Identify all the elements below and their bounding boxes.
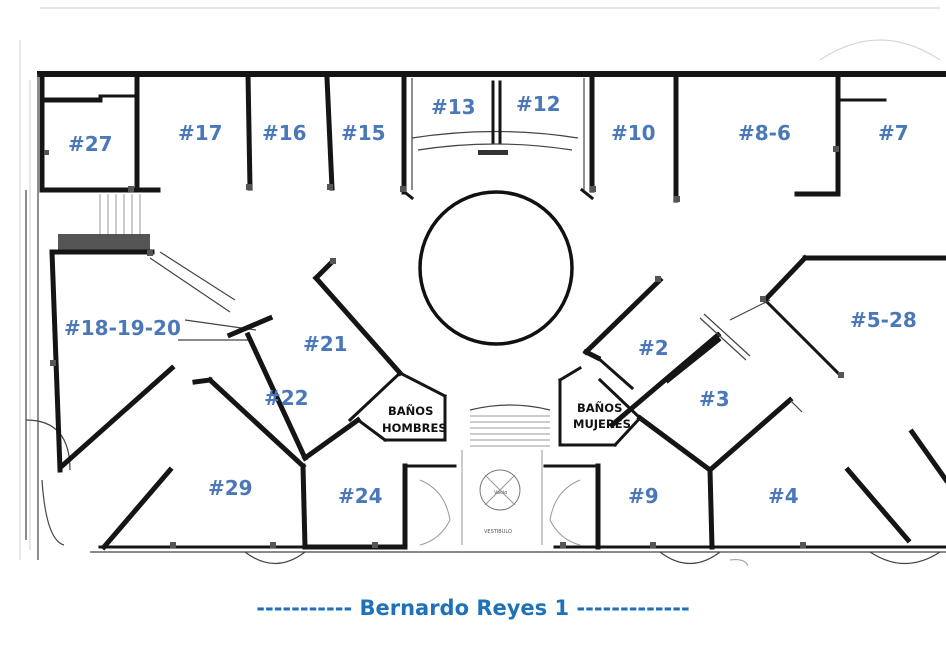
building-title: ----------- Bernardo Reyes 1 -----------… (256, 596, 689, 620)
right-wing-walls (557, 254, 946, 567)
mens-restroom-label-line2: HOMBRES (382, 421, 447, 435)
unit-label-13: #13 (431, 95, 476, 119)
mens-restroom-label-line1: BAÑOS (388, 403, 433, 418)
unit-label-29: #29 (208, 476, 253, 500)
unit-label-21: #21 (303, 332, 348, 356)
left-staircase (58, 194, 150, 252)
top-partitions (245, 71, 887, 203)
lobby-stairs: Vacio VESTIBULO (419, 404, 581, 546)
unit-label-18-19-20: #18-19-20 (64, 316, 181, 340)
unit-label-9: #9 (628, 484, 659, 508)
unit-label-3: #3 (699, 387, 730, 411)
unit-label-15: #15 (341, 121, 386, 145)
unit-labels: #27 #17 #16 #15 #13 #12 #10 #8-6 #7 #18-… (64, 92, 917, 508)
unit-label-24: #24 (338, 484, 383, 508)
womens-restroom-label-line2: MUJERES (573, 417, 631, 431)
central-atrium (418, 190, 574, 346)
lobby-label: VESTIBULO (484, 529, 512, 535)
unit-label-12: #12 (516, 92, 561, 116)
womens-restroom-label-line1: BAÑOS (577, 400, 622, 415)
unit-label-22: #22 (264, 386, 309, 410)
unit-label-7: #7 (878, 121, 909, 145)
unit-label-4: #4 (768, 484, 799, 508)
unit-label-8-6: #8-6 (738, 121, 791, 145)
left-wing-walls (49, 249, 448, 551)
unit-label-5-28: #5-28 (850, 308, 917, 332)
faded-background-lines (19, 7, 941, 560)
void-label: Vacio (494, 490, 507, 496)
unit-label-16: #16 (262, 121, 307, 145)
column-markers (44, 146, 844, 548)
unit-label-10: #10 (611, 121, 656, 145)
restroom-labels: BAÑOS HOMBRES BAÑOS MUJERES (382, 400, 631, 435)
unit-label-17: #17 (178, 121, 223, 145)
unit-label-27: #27 (68, 132, 113, 156)
unit-label-2: #2 (638, 336, 669, 360)
lower-center-walls (302, 463, 601, 550)
